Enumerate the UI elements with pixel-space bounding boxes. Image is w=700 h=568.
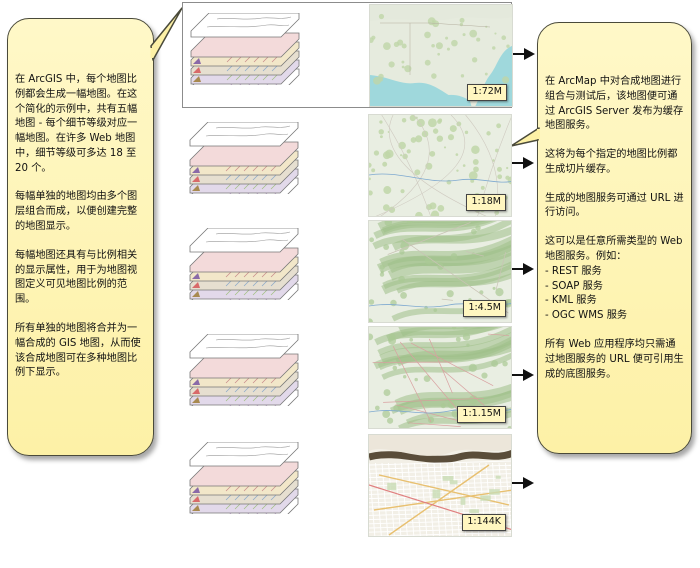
scale-label: 1:72M: [467, 84, 507, 101]
gulf-area: [436, 94, 472, 106]
scale-row-2: 1:18M: [182, 112, 534, 218]
layer-stack-icon: [189, 334, 299, 406]
left-callout-paragraph-3: 每幅地图还具有与比例相关的显示属性，用于为地图视图定义可见地图比例的范围。: [15, 249, 138, 306]
arrow-head: [523, 477, 534, 489]
map-outline-sketch: [189, 228, 299, 253]
ocean-area: [370, 75, 459, 106]
map-outline-sketch: [189, 442, 299, 467]
arrow-head: [523, 157, 534, 169]
left-callout-paragraph-1: 在 ArcGIS 中，每个地图比例都会生成一幅地图。在这个简化的示例中，共有五幅…: [15, 74, 138, 174]
map-tile: 1:1.15M: [368, 326, 512, 429]
map-outline-sketch: [190, 13, 300, 38]
map-outline-sketch: [189, 334, 299, 359]
left-callout-paragraph-4: 所有单独的地图将合并为一幅合成的 GIS 地图，从而使该合成地图可在多种地图比例…: [15, 322, 141, 379]
map-tile: 1:144K: [368, 434, 512, 537]
map-tile: 1:4.5M: [368, 220, 512, 323]
scale-row-4: 1:1.15M: [182, 324, 534, 430]
arrow-head: [523, 369, 534, 381]
right-callout-paragraph-4: 这可以是任意所需类型的 Web 地图服务。例如： - REST 服务 - SOA…: [545, 236, 683, 322]
map-tile-image: [370, 5, 512, 106]
right-callout-paragraph-2: 这将为每个指定的地图比例都生成切片缓存。: [545, 149, 678, 175]
left-callout-paragraph-2: 每幅单独的地图均由多个图层组合而成，以便创建完整的地图显示。: [15, 191, 138, 233]
scale-row-5: 1:144K: [182, 432, 534, 538]
scale-label: 1:4.5M: [463, 300, 506, 317]
left-callout: 在 ArcGIS 中，每个地图比例都会生成一幅地图。在这个简化的示例中，共有五幅…: [7, 18, 154, 456]
arrow-head: [524, 48, 535, 60]
map-tile: 1:18M: [368, 114, 512, 217]
right-callout-pointer: [510, 127, 540, 147]
scale-label: 1:144K: [462, 514, 506, 531]
layer-stack-icon: [190, 13, 300, 85]
layer-stack-icon: [189, 122, 299, 194]
scale-row-3: 1:4.5M: [182, 218, 534, 324]
right-callout-paragraph-3: 生成的地图服务可通过 URL 进行访问。: [545, 192, 684, 219]
map-tile-image: [369, 327, 511, 428]
arrow-head: [523, 263, 534, 275]
map-tile: 1:72M: [369, 4, 513, 107]
layer-stack-icon: [189, 442, 299, 514]
scale-label: 1:18M: [466, 194, 506, 211]
map-outline-sketch: [189, 122, 299, 147]
right-callout-paragraph-5: 所有 Web 应用程序均只需通过地图服务的 URL 便可引用生成的底图服务。: [545, 338, 684, 380]
scale-label: 1:1.15M: [457, 406, 506, 423]
right-callout: 在 ArcMap 中对合成地图进行组合与测试后，该地图便可通过 ArcGIS S…: [537, 22, 692, 454]
right-callout-paragraph-1: 在 ArcMap 中对合成地图进行组合与测试后，该地图便可通过 ArcGIS S…: [545, 76, 684, 132]
layer-stack-icon: [189, 228, 299, 300]
left-callout-pointer: [150, 7, 183, 61]
scale-row-1: 1:72M: [182, 2, 535, 108]
river: [369, 449, 511, 463]
